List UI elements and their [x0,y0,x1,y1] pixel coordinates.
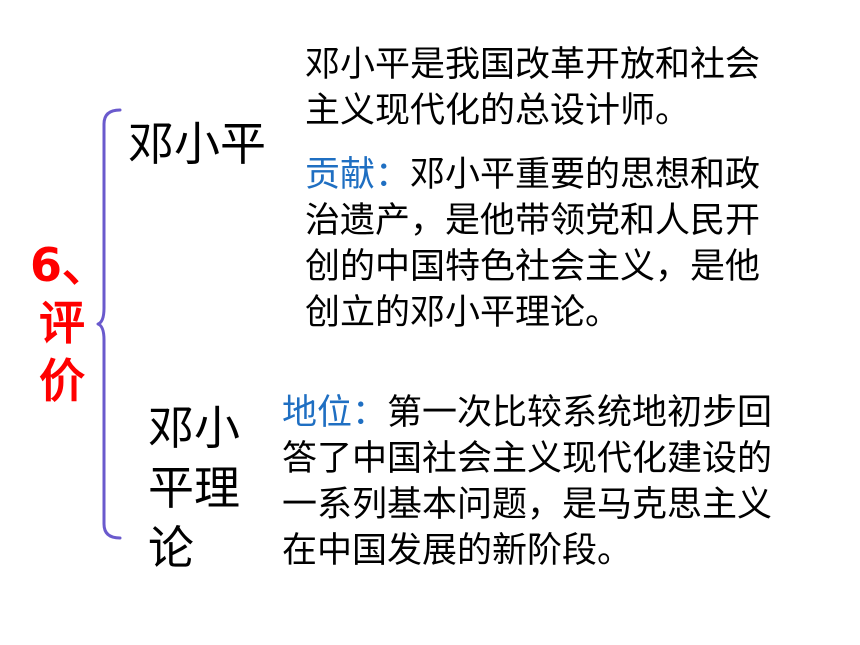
contribution-line-3: 创的中国特色社会主义，是他 [305,247,761,287]
status-line-4: 在中国发展的新阶段。 [282,531,633,571]
section-title-char-2: 价 [39,354,85,408]
status-line-2: 答了中国社会主义现代化建设的 [282,439,773,479]
section-label: 6、 评 价 [30,236,109,410]
status-lead: 地位： [282,393,388,433]
status-line-3: 一系列基本问题，是马克思主义 [282,485,773,525]
section-number: 6、 [30,238,109,292]
topic-person: 邓小平 [128,117,266,171]
curly-brace-icon [96,108,122,540]
contribution-paragraph: 贡献：邓小平重要的思想和政 治遗产，是他带领党和人民开 创的中国特色社会主义，是… [305,152,760,336]
contribution-line-2: 治遗产，是他带领党和人民开 [305,201,761,241]
contribution-lead: 贡献： [305,155,411,195]
contribution-line-1-text: 邓小平重要的思想和政 [410,155,761,195]
topic-theory: 邓小 平理 论 [148,398,258,578]
intro-line-2: 主义现代化的总设计师。 [305,91,691,131]
topic-theory-line-3: 论 [148,521,194,575]
section-title-char-1: 评 [39,296,85,350]
topic-theory-line-1: 邓小 [148,401,240,455]
status-line-1: 地位：第一次比较系统地初步回 [282,390,772,436]
topic-theory-line-2: 平理 [148,461,240,515]
intro-paragraph: 邓小平是我国改革开放和社会 主义现代化的总设计师。 [305,42,760,134]
status-paragraph: 地位：第一次比较系统地初步回 答了中国社会主义现代化建设的 一系列基本问题，是马… [282,390,772,574]
contribution-line-4: 创立的邓小平理论。 [305,293,621,333]
status-line-1-text: 第一次比较系统地初步回 [387,393,773,433]
intro-line-1: 邓小平是我国改革开放和社会 [305,45,761,85]
contribution-line-1: 贡献：邓小平重要的思想和政 [305,152,760,198]
curly-brace-path [96,108,122,540]
